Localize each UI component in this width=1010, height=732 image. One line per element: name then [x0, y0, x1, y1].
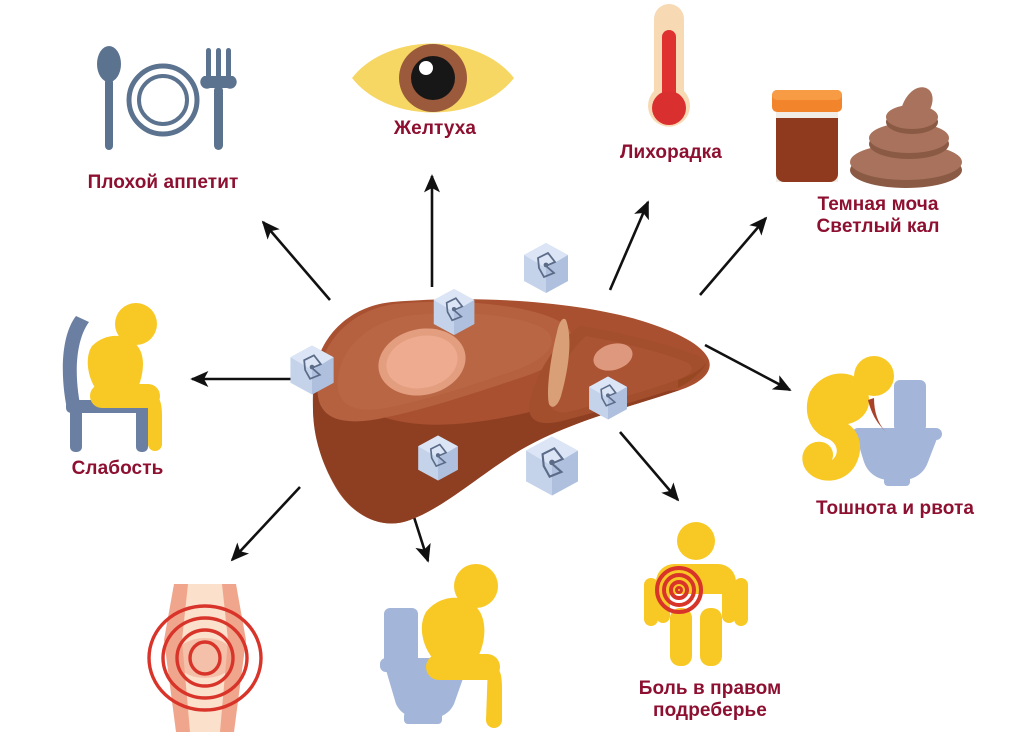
symptom-fever[interactable] [640, 2, 698, 140]
person-with-abdominal-pain-icon [644, 522, 748, 666]
symptom-diarrhea[interactable] [378, 560, 528, 732]
tired-person-on-chair-icon [62, 303, 162, 452]
toilet-icon [852, 380, 942, 486]
symptom-poor-appetite[interactable] [88, 38, 238, 168]
liver-highlight-right [593, 343, 633, 371]
liver-icon [312, 299, 710, 524]
symptom-nausea-vomiting[interactable] [798, 356, 948, 498]
cutlery-plate-icon [97, 46, 237, 150]
symptom-joint-pain[interactable] [140, 584, 270, 732]
label-fever: Лихорадка [620, 142, 722, 163]
person-sitting-on-toilet-icon [380, 564, 502, 728]
symptom-weakness[interactable] [52, 300, 182, 455]
label-weakness: Слабость [71, 458, 164, 479]
thermometer-icon [648, 4, 690, 127]
yellow-eye-icon [352, 43, 514, 113]
label-nausea-vomiting: Тошнота и рвота [815, 498, 975, 519]
virus-particle [418, 435, 458, 481]
person-vomiting-into-toilet-icon [802, 356, 942, 486]
virus-particle [526, 436, 578, 496]
label-dark-urine-light-stool: Темная моча Светлый кал [816, 194, 940, 237]
vomit-stream-icon [868, 398, 886, 432]
liver-with-virus-particles [280, 240, 740, 540]
person-icon [802, 356, 894, 481]
virus-particle [524, 243, 568, 293]
pain-rings-icon [655, 566, 703, 614]
virus-particle [433, 289, 475, 335]
symptom-dark-urine-light-stool[interactable] [766, 82, 966, 190]
label-jaundice: Желтуха [393, 118, 477, 139]
person-icon [87, 303, 162, 451]
joint-pain-rings-icon [147, 584, 263, 732]
symptom-right-hypochondrium-pain[interactable] [632, 522, 760, 668]
urine-cup-and-stool-icon [772, 87, 962, 188]
urine-cup-icon [772, 90, 842, 182]
person-icon [421, 564, 502, 728]
symptom-jaundice[interactable] [348, 30, 518, 126]
label-right-hypochondrium-pain: Боль в правом подреберье [638, 678, 782, 721]
virus-particle-group [290, 243, 627, 496]
virus-particle [290, 345, 334, 395]
label-poor-appetite: Плохой аппетит [87, 172, 239, 193]
stool-icon [850, 87, 962, 188]
virus-particle [589, 376, 627, 420]
